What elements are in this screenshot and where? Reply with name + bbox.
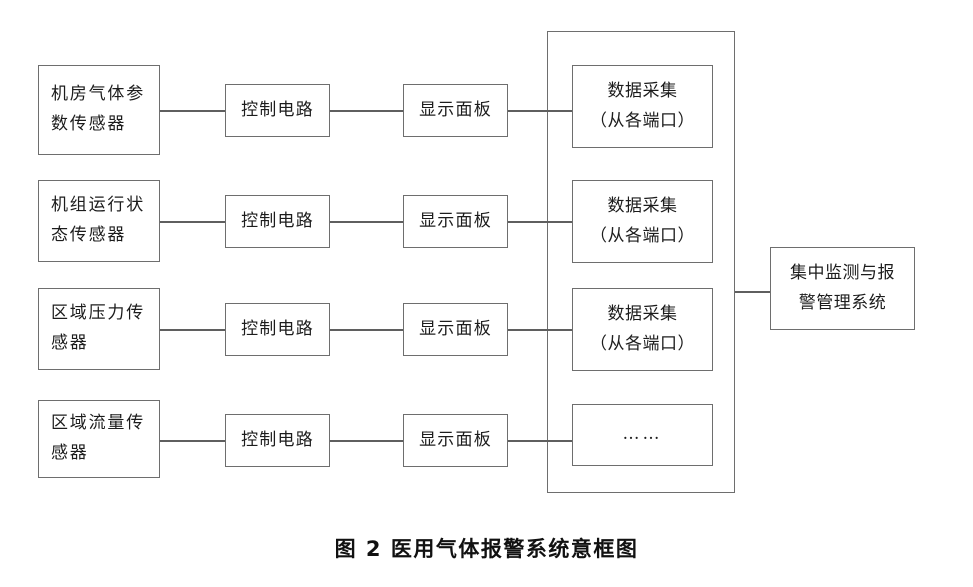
central-system-label-line2: 警管理系统 bbox=[798, 292, 887, 313]
sensor-box-row3: 区域压力传 感器 bbox=[38, 288, 160, 370]
sensor-label-row2-line1: 机组运行状 bbox=[51, 195, 145, 216]
data-acquisition-label-row2-line1: 数据采集 bbox=[607, 195, 678, 216]
control-circuit-label-row3: 控制电路 bbox=[241, 318, 314, 339]
control-circuit-box-row2: 控制电路 bbox=[225, 195, 330, 248]
data-acquisition-label-row2-line2: （从各端口） bbox=[590, 225, 695, 246]
display-panel-box-row4: 显示面板 bbox=[403, 414, 508, 467]
display-panel-box-row3: 显示面板 bbox=[403, 303, 508, 356]
wire-control-to-display-row1 bbox=[330, 110, 403, 112]
data-acquisition-label-row1-line2: （从各端口） bbox=[590, 110, 695, 131]
wire-sensor-to-control-row1 bbox=[160, 110, 225, 112]
sensor-box-row1: 机房气体参 数传感器 bbox=[38, 65, 160, 155]
wire-display-to-acquire-row1 bbox=[508, 110, 572, 112]
data-acquisition-label-row1-line1: 数据采集 bbox=[607, 80, 678, 101]
display-panel-label-row1: 显示面板 bbox=[419, 99, 492, 120]
wire-sensor-to-control-row2 bbox=[160, 221, 225, 223]
data-acquisition-box-row2: 数据采集 （从各端口） bbox=[572, 180, 713, 263]
display-panel-label-row4: 显示面板 bbox=[419, 429, 492, 450]
data-acquisition-box-row4: …… bbox=[572, 404, 713, 466]
wire-sensor-to-control-row4 bbox=[160, 440, 225, 442]
control-circuit-box-row1: 控制电路 bbox=[225, 84, 330, 137]
data-acquisition-label-row3-line1: 数据采集 bbox=[607, 303, 678, 324]
data-acquisition-box-row3: 数据采集 （从各端口） bbox=[572, 288, 713, 371]
data-acquisition-label-row3-line2: （从各端口） bbox=[590, 333, 695, 354]
central-monitoring-alarm-system-box: 集中监测与报 警管理系统 bbox=[770, 247, 915, 330]
sensor-box-row4: 区域流量传 感器 bbox=[38, 400, 160, 478]
figure-caption: 图 2 医用气体报警系统意框图 bbox=[334, 537, 639, 561]
sensor-label-row1-line1: 机房气体参 bbox=[51, 84, 145, 105]
sensor-label-row1-line2: 数传感器 bbox=[51, 114, 127, 134]
central-system-label-line1: 集中监测与报 bbox=[790, 262, 895, 283]
control-circuit-label-row2: 控制电路 bbox=[241, 210, 314, 231]
wire-display-to-acquire-row2 bbox=[508, 221, 572, 223]
wire-display-to-acquire-row3 bbox=[508, 329, 572, 331]
ellipsis-label-row4: …… bbox=[622, 424, 663, 445]
sensor-label-row3-line2: 感器 bbox=[51, 333, 89, 353]
wire-control-to-display-row4 bbox=[330, 440, 403, 442]
control-circuit-box-row3: 控制电路 bbox=[225, 303, 330, 356]
sensor-label-row4-line1: 区域流量传 bbox=[51, 413, 145, 434]
control-circuit-box-row4: 控制电路 bbox=[225, 414, 330, 467]
sensor-label-row4-line2: 感器 bbox=[51, 443, 89, 463]
data-acquisition-box-row1: 数据采集 （从各端口） bbox=[572, 65, 713, 148]
sensor-box-row2: 机组运行状 态传感器 bbox=[38, 180, 160, 262]
sensor-label-row3-line1: 区域压力传 bbox=[51, 303, 145, 324]
display-panel-label-row3: 显示面板 bbox=[419, 318, 492, 339]
display-panel-box-row1: 显示面板 bbox=[403, 84, 508, 137]
wire-group-to-central-system bbox=[735, 291, 771, 293]
wire-sensor-to-control-row3 bbox=[160, 329, 225, 331]
control-circuit-label-row1: 控制电路 bbox=[241, 99, 314, 120]
wire-control-to-display-row3 bbox=[330, 329, 403, 331]
display-panel-box-row2: 显示面板 bbox=[403, 195, 508, 248]
sensor-label-row2-line2: 态传感器 bbox=[51, 225, 127, 245]
data-acquisition-group-frame bbox=[547, 31, 735, 493]
display-panel-label-row2: 显示面板 bbox=[419, 210, 492, 231]
wire-control-to-display-row2 bbox=[330, 221, 403, 223]
control-circuit-label-row4: 控制电路 bbox=[241, 429, 314, 450]
wire-display-to-acquire-row4 bbox=[508, 440, 572, 442]
